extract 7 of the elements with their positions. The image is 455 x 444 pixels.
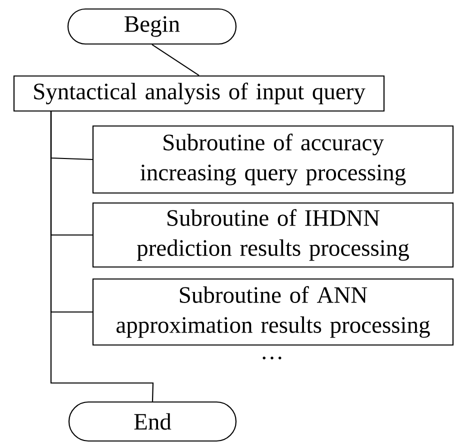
process-box: Subroutine of IHDNN prediction results processing [92, 202, 454, 268]
process-box: Syntactical analysis of input query [13, 75, 385, 112]
process-box: Subroutine of ANN approximation results processing [92, 278, 454, 346]
connector-line [50, 112, 154, 402]
ellipsis: … [262, 356, 282, 360]
process-box: Subroutine of accuracy increasing query processing [92, 125, 454, 194]
connector-line [152, 44, 200, 76]
